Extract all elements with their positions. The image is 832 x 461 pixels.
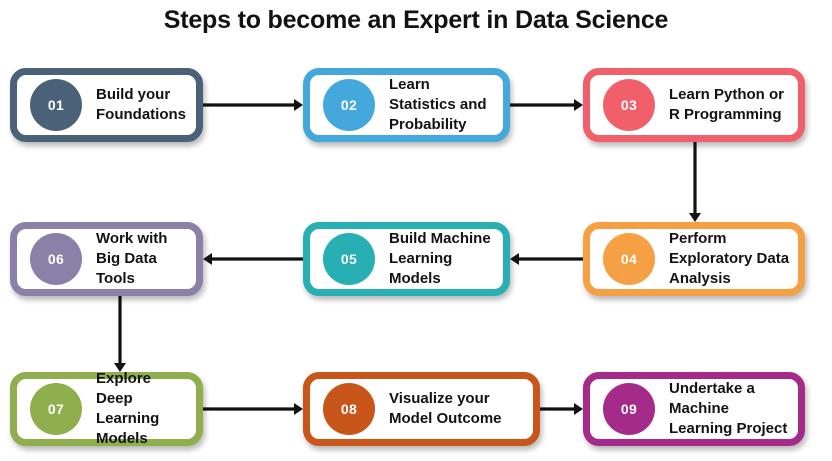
step-number-badge: 08 [323, 383, 375, 435]
step-number-badge: 01 [30, 79, 82, 131]
arrow-step7-to-step8 [191, 397, 315, 421]
step-box-01[interactable]: 01 Build your Foundations [10, 68, 203, 142]
step-box-04[interactable]: 04 Perform Exploratory Data Analysis [583, 222, 805, 296]
step-number-badge: 03 [603, 79, 655, 131]
step-label: Work with Big Data Tools [96, 230, 168, 287]
arrow-step2-to-step3 [498, 93, 595, 117]
step-box-06[interactable]: 06 Work with Big Data Tools [10, 222, 203, 296]
step-number-badge: 04 [603, 233, 655, 285]
page-title: Steps to become an Expert in Data Scienc… [163, 6, 669, 34]
step-box-05[interactable]: 05 Build Machine Learning Models [303, 222, 510, 296]
step-box-03[interactable]: 03 Learn Python or R Programming [583, 68, 805, 142]
step-number-badge: 02 [323, 79, 375, 131]
step-box-09[interactable]: 09 Undertake a Machine Learning Project [583, 372, 805, 446]
arrow-step6-to-step7 [108, 284, 132, 384]
arrow-step8-to-step9 [528, 397, 595, 421]
step-number-badge: 06 [30, 233, 82, 285]
arrow-step3-to-step4 [683, 130, 707, 234]
arrow-step4-to-step5 [498, 247, 595, 271]
step-label: Build Machine Learning Models [389, 230, 491, 287]
step-label: Undertake a Machine Learning Project [669, 380, 788, 437]
step-label: Learn Statistics and Probability [389, 76, 487, 133]
arrow-step5-to-step6 [191, 247, 315, 271]
step-label: Learn Python or R Programming [669, 86, 785, 123]
step-label: Perform Exploratory Data Analysis [669, 230, 790, 287]
arrow-step1-to-step2 [191, 93, 315, 117]
step-box-07[interactable]: 07 Explore Deep Learning Models [10, 370, 203, 447]
step-label: Build your Foundations [96, 86, 186, 123]
step-box-02[interactable]: 02 Learn Statistics and Probability [303, 68, 510, 142]
step-label: Visualize your Model Outcome [389, 390, 502, 427]
step-box-08[interactable]: 08 Visualize your Model Outcome [303, 372, 540, 446]
step-number-badge: 09 [603, 383, 655, 435]
step-number-badge: 05 [323, 233, 375, 285]
step-number-badge: 07 [30, 383, 82, 435]
step-label: Explore Deep Learning Models [96, 370, 160, 447]
